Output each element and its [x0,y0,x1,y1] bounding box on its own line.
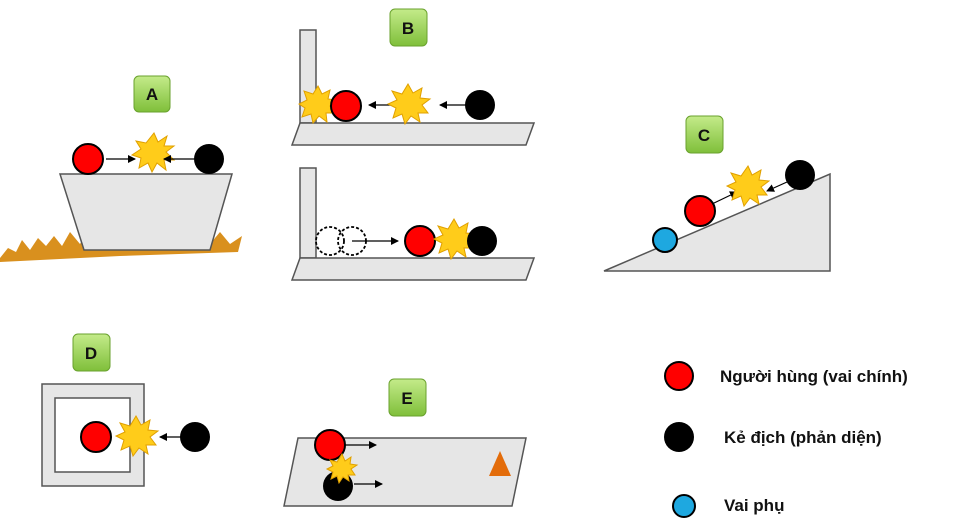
explosion [130,132,176,174]
legend-item-villain: Kẻ địch (phản diện) [664,422,882,452]
villain-arrow [766,181,788,192]
hero-swatch [664,361,694,391]
legend-hero-label: Người hùng (vai chính) [720,367,908,386]
hero-ball [404,225,436,257]
explosion [298,84,339,125]
scenario-e-label: E [401,389,412,408]
legend-item-hero: Người hùng (vai chính) [664,361,908,391]
explosion [432,218,478,261]
floor [290,122,536,146]
explosion [325,452,359,485]
scenario-d: D [41,333,210,487]
box-frame [41,383,145,487]
scenario-a-badge: A [133,75,171,113]
scenario-c-badge: C [685,115,724,154]
scenario-e: E [283,378,527,507]
legend-supporting-label: Vai phụ [724,496,784,515]
villain-ball [194,144,224,174]
scenario-d-label: D [85,344,97,363]
pot [58,173,233,251]
explosion [386,83,432,126]
legend-item-supporting: Vai phụ [672,494,784,518]
legend: Người hùng (vai chính) Kẻ địch (phản diệ… [664,361,908,518]
hero-arrow [711,191,738,205]
supporting-swatch [672,494,696,518]
villain-ball [467,226,497,256]
wall [299,167,317,259]
supporting-ball [652,227,678,253]
scenario-c: C [603,115,831,272]
explosion [725,164,771,208]
scenario-e-badge: E [388,378,427,417]
scenario-b-label: B [402,19,414,38]
hero-ball [330,90,362,122]
villain-ball [465,90,495,120]
scenario-c-label: C [698,126,710,145]
villain-swatch [664,422,694,452]
scenario-a-label: A [146,85,158,104]
hero-ball [80,421,112,453]
scenario-a: A [0,75,242,262]
floor [290,257,536,281]
legend-villain-label: Kẻ địch (phản diện) [724,428,882,447]
scenario-b: B [290,8,536,281]
scenario-b-badge: B [389,8,428,47]
hero-ball [684,195,716,227]
triangle-marker [489,451,511,476]
villain-ball [785,160,815,190]
hero-ball [72,143,104,175]
scenario-d-badge: D [72,333,111,372]
hero-ghost-ball [315,226,345,256]
explosion [114,415,160,458]
villain-ball [180,422,210,452]
